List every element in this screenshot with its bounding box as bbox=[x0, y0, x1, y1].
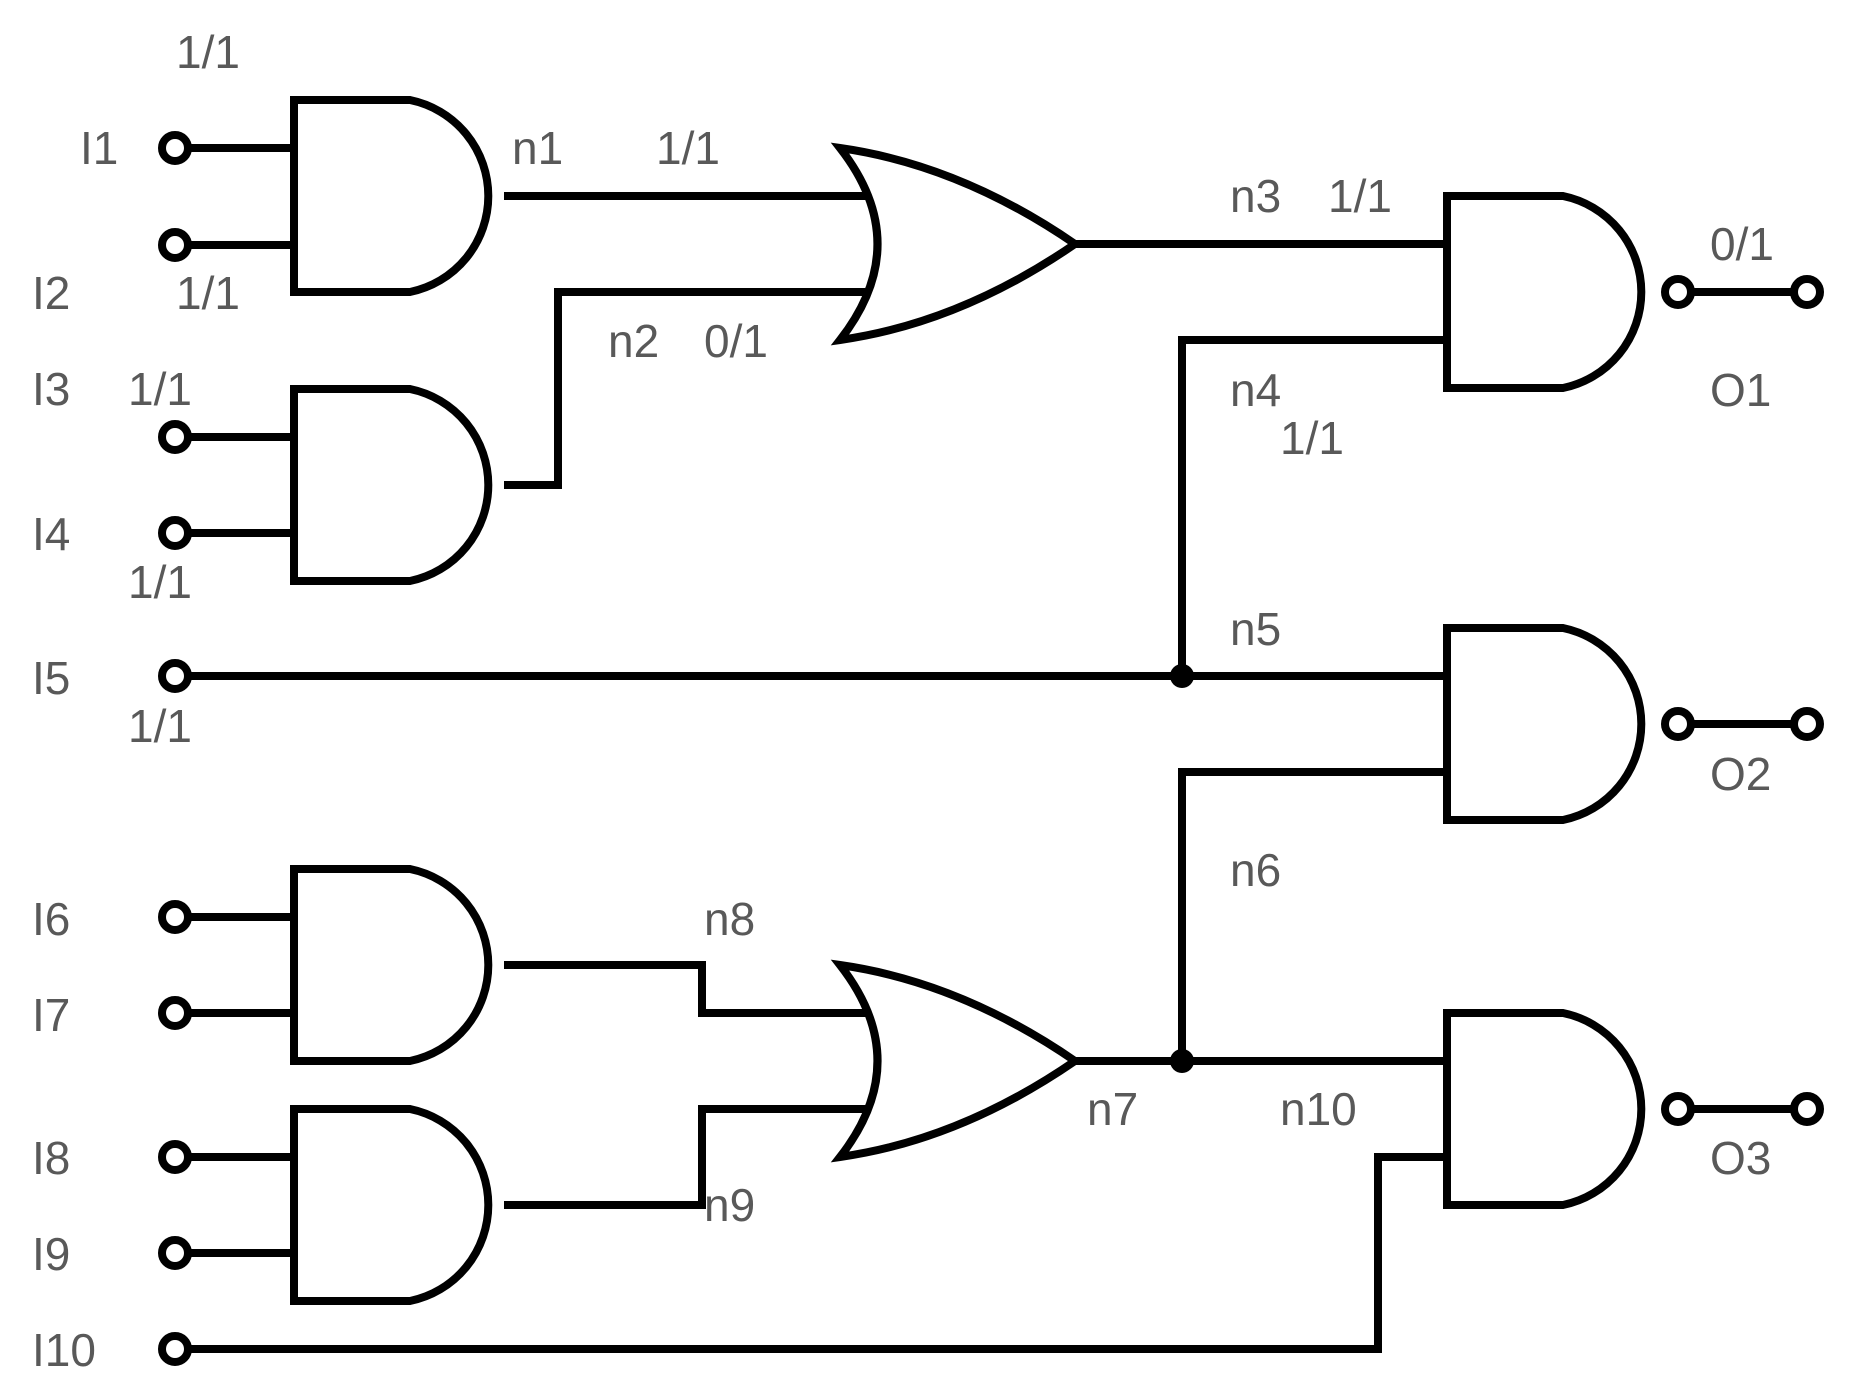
value-i3: 1/1 bbox=[128, 363, 192, 415]
nand-bubble-1 bbox=[1661, 275, 1695, 309]
value-n3: 1/1 bbox=[1328, 170, 1392, 222]
input-pin-i4 bbox=[158, 516, 192, 550]
label-i8: I8 bbox=[32, 1132, 70, 1184]
label-o1: O1 bbox=[1710, 364, 1771, 416]
nand-bubble-3 bbox=[1661, 1092, 1695, 1126]
value-n1: 1/1 bbox=[656, 122, 720, 174]
label-n1: n1 bbox=[512, 122, 563, 174]
label-n5: n5 bbox=[1230, 603, 1281, 655]
output-pin-o1 bbox=[1790, 275, 1824, 309]
label-o3: O3 bbox=[1710, 1132, 1771, 1184]
and-gate-2 bbox=[290, 385, 493, 585]
value-n4: 1/1 bbox=[1280, 412, 1344, 464]
label-i4: I4 bbox=[32, 508, 70, 560]
value-i1: 1/1 bbox=[176, 26, 240, 78]
input-pin-i8 bbox=[158, 1140, 192, 1174]
input-pin-i1 bbox=[158, 131, 192, 165]
wire-n2 bbox=[504, 288, 874, 489]
label-o2: O2 bbox=[1710, 748, 1771, 800]
label-n6: n6 bbox=[1230, 844, 1281, 896]
label-i9: I9 bbox=[32, 1228, 70, 1280]
and-gate-4 bbox=[290, 1105, 493, 1305]
wire-n8 bbox=[504, 961, 874, 1017]
label-i1: I1 bbox=[80, 122, 118, 174]
label-n10: n10 bbox=[1280, 1083, 1357, 1135]
junctions bbox=[1170, 664, 1194, 1073]
output-labels: O1 O2 O3 bbox=[1710, 364, 1771, 1184]
nand-gate-3 bbox=[1443, 1009, 1646, 1209]
label-i7: I7 bbox=[32, 989, 70, 1041]
nand-bubble-2 bbox=[1661, 707, 1695, 741]
net-labels: n1 n2 n3 n4 n5 n6 n7 n8 n9 n10 bbox=[512, 122, 1357, 1231]
or-gate-1 bbox=[830, 142, 1083, 346]
gates bbox=[290, 96, 1695, 1305]
value-i4: 1/1 bbox=[128, 556, 192, 608]
wire-n4 bbox=[1178, 336, 1450, 680]
input-pin-i7 bbox=[158, 996, 192, 1030]
label-n8: n8 bbox=[704, 893, 755, 945]
junction-n5 bbox=[1170, 664, 1194, 688]
wires bbox=[171, 144, 1796, 1353]
value-n2: 0/1 bbox=[704, 315, 768, 367]
label-i10: I10 bbox=[32, 1324, 96, 1376]
label-i6: I6 bbox=[32, 893, 70, 945]
junction-n7 bbox=[1170, 1049, 1194, 1073]
output-pin-o2 bbox=[1790, 707, 1824, 741]
value-o1: 0/1 bbox=[1710, 218, 1774, 270]
wire-i10 bbox=[171, 1153, 1450, 1353]
label-i5: I5 bbox=[32, 652, 70, 704]
input-pin-i2 bbox=[158, 228, 192, 262]
and-gate-1 bbox=[290, 96, 493, 296]
pins bbox=[158, 131, 1824, 1366]
value-i2: 1/1 bbox=[176, 267, 240, 319]
nand-gate-2 bbox=[1443, 624, 1646, 824]
and-gate-3 bbox=[290, 865, 493, 1065]
value-i5: 1/1 bbox=[128, 700, 192, 752]
input-pin-i3 bbox=[158, 420, 192, 454]
nand-gate-1 bbox=[1443, 192, 1646, 392]
input-pin-i10 bbox=[158, 1332, 192, 1366]
output-pin-o3 bbox=[1790, 1092, 1824, 1126]
label-n2: n2 bbox=[608, 315, 659, 367]
label-n4: n4 bbox=[1230, 364, 1281, 416]
wire-n9 bbox=[504, 1105, 874, 1209]
label-n7: n7 bbox=[1087, 1083, 1138, 1135]
signal-values: 1/1 1/1 1/1 1/1 1/1 1/1 0/1 1/1 1/1 0/1 bbox=[128, 26, 1774, 752]
input-pin-i5 bbox=[158, 659, 192, 693]
or-gate-2 bbox=[830, 959, 1083, 1163]
input-labels: I1 I2 I3 I4 I5 I6 I7 I8 I9 I10 bbox=[32, 122, 118, 1376]
label-n9: n9 bbox=[704, 1179, 755, 1231]
label-i2: I2 bbox=[32, 267, 70, 319]
wire-n6 bbox=[1178, 768, 1450, 1065]
input-pin-i9 bbox=[158, 1236, 192, 1270]
label-i3: I3 bbox=[32, 363, 70, 415]
label-n3: n3 bbox=[1230, 170, 1281, 222]
input-pin-i6 bbox=[158, 900, 192, 934]
